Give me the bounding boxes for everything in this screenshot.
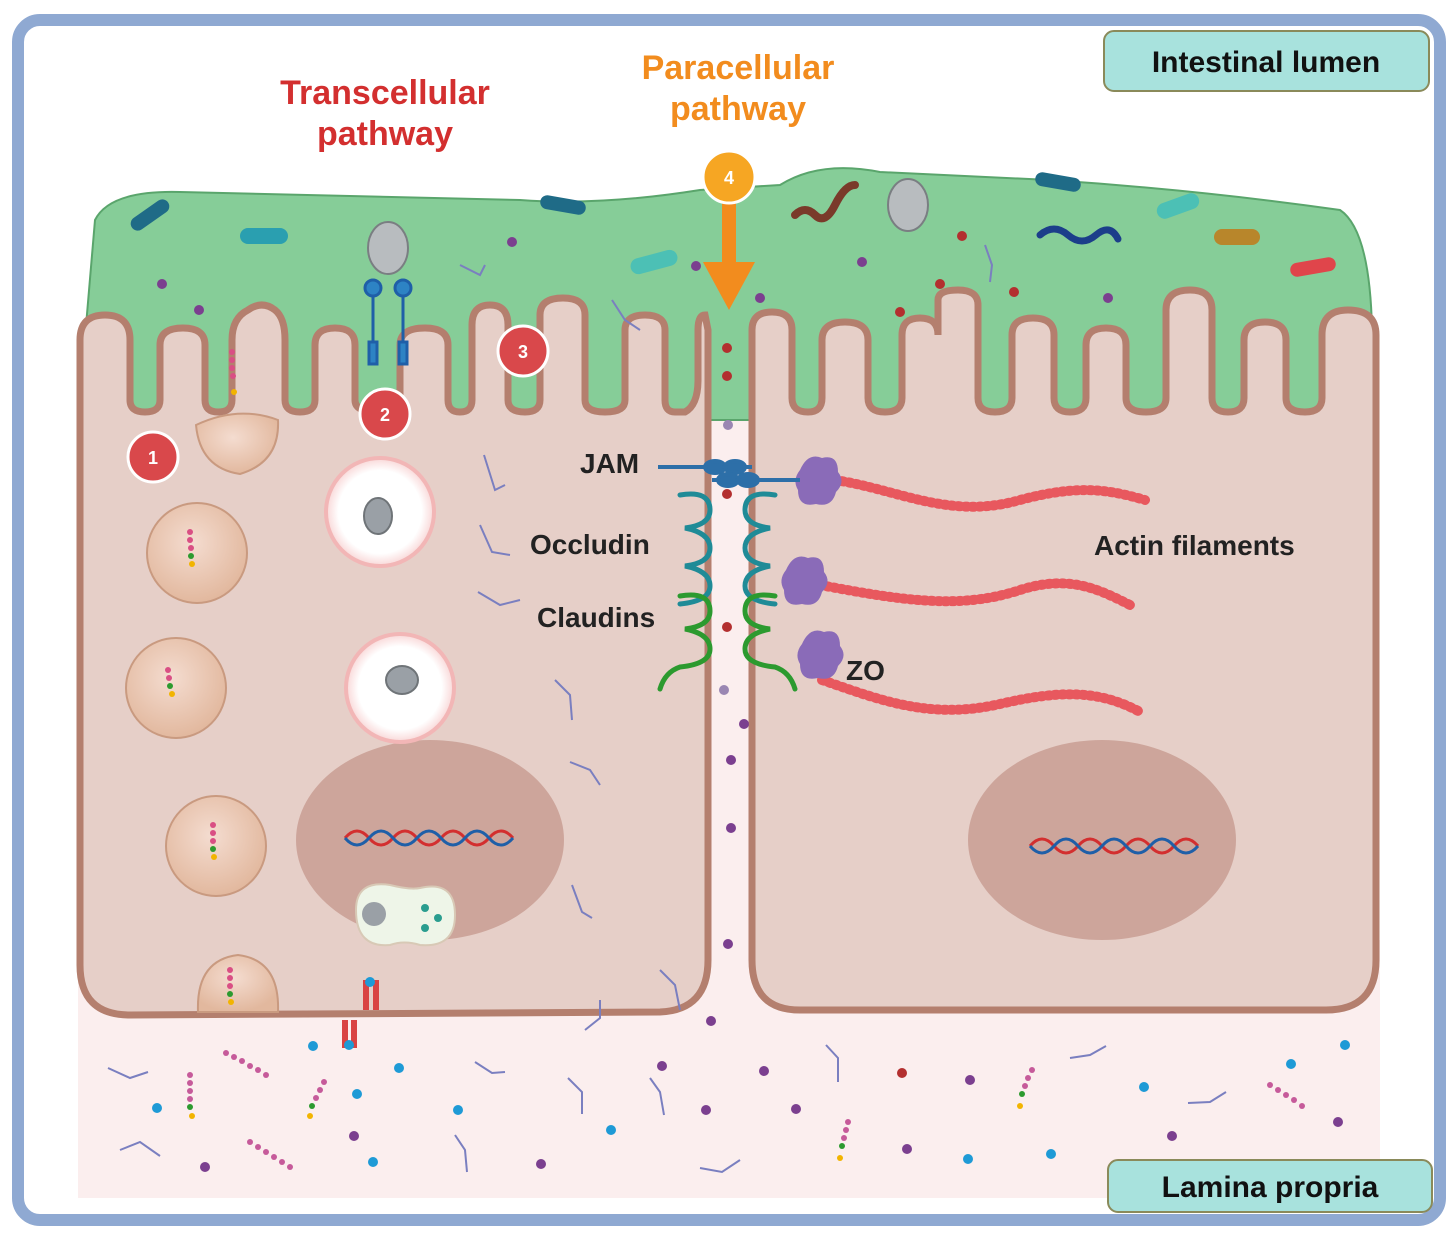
occludin-protein-icon (677, 491, 778, 607)
bacteria-icon (130, 172, 1336, 277)
receptor-icon (363, 278, 413, 366)
molecule-particles (152, 231, 1350, 1172)
claudins-label: Claudins (537, 602, 655, 633)
jam-protein-icon (658, 459, 800, 488)
endosome-pathogen-icon (324, 456, 457, 947)
jam-label: JAM (580, 448, 639, 479)
transporter-icon (342, 977, 379, 1050)
marker-1: 1 (126, 430, 180, 484)
paracellular-arrow-icon (703, 198, 755, 310)
lamina-peptide-chains (187, 1050, 1305, 1170)
marker-1-label: 1 (148, 448, 158, 468)
marker-2: 2 (358, 387, 412, 441)
marker-4: 4 (701, 149, 757, 205)
marker-3-label: 3 (518, 342, 528, 362)
zo-label: ZO (846, 655, 885, 686)
vesicle-transcytosis (125, 412, 280, 1013)
marker-3: 3 (496, 324, 550, 378)
left-dna-helix-icon (343, 829, 515, 847)
marker-2-label: 2 (380, 405, 390, 425)
paracellular-title-line1: Paracellular (642, 49, 835, 87)
transcellular-title-line1: Transcellular (280, 74, 490, 112)
marker-4-label: 4 (724, 168, 734, 188)
intestinal-lumen-box (1103, 30, 1430, 92)
claudin-protein-icon (657, 592, 798, 692)
paracellular-title-line2: pathway (670, 90, 806, 128)
right-nucleus (968, 740, 1236, 940)
peptide-chain-icon (165, 349, 237, 1005)
right-dna-helix-icon (1028, 837, 1200, 855)
fragment-icon (107, 244, 1227, 1174)
zo-protein-icon (781, 456, 844, 679)
intestinal-lumen-label: Intestinal lumen (1152, 46, 1380, 79)
occludin-label: Occludin (530, 529, 650, 560)
lamina-propria-label: Lamina propria (1162, 1171, 1379, 1204)
actin-filaments-label: Actin filaments (1094, 530, 1295, 561)
transcellular-title-line2: pathway (317, 115, 453, 153)
actin-filament-icon (815, 475, 1150, 717)
pathogen-icon (367, 178, 929, 275)
lamina-propria-box (1107, 1159, 1433, 1213)
